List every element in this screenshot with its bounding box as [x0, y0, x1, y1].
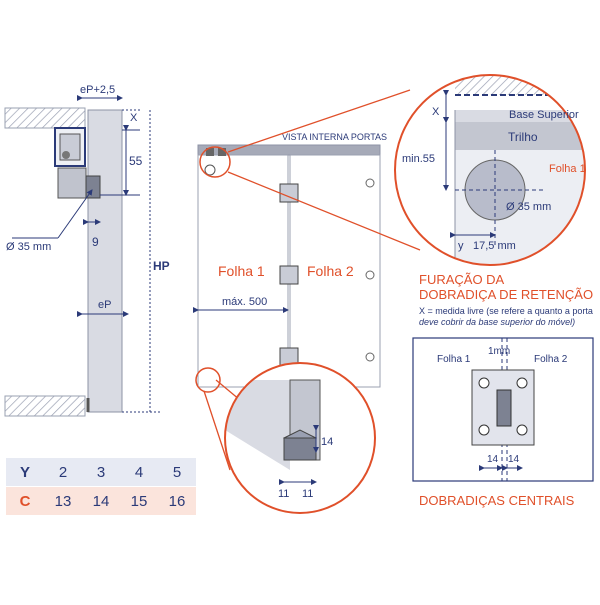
- dim-x: X: [130, 112, 138, 124]
- roller-icon: [204, 164, 216, 176]
- front-view-title: VISTA INTERNA PORTAS: [282, 132, 387, 142]
- drilling-leaf-1: Folha 1: [437, 354, 471, 365]
- dim-ep-plus: eP+2,5: [80, 84, 115, 96]
- dim-hole-diameter: Ø 35 mm: [6, 241, 51, 253]
- side-door-panel: [87, 109, 123, 413]
- roller-bracket-icon: [206, 148, 214, 156]
- table-cell: C: [6, 486, 44, 516]
- knob-icon: [365, 270, 375, 280]
- detail-hole: Ø 35 mm: [506, 201, 551, 213]
- hinge-body: [57, 167, 87, 199]
- drilling-dim-14b: 14: [508, 454, 520, 465]
- table-cell: 13: [44, 486, 82, 516]
- knob-icon: [365, 178, 375, 188]
- table-cell: 3: [82, 458, 120, 487]
- detail-17-5: 17,5 mm: [473, 240, 516, 252]
- front-view: VISTA INTERNA PORTAS Folha 1 Folha 2 máx…: [193, 89, 421, 471]
- detail-x: X: [432, 106, 440, 118]
- drilling-dim-14a: 14: [487, 454, 499, 465]
- side-view: eP+2,5 X 55 Ø 35 mm 9 HP eP: [4, 84, 170, 417]
- dim-hp: HP: [153, 259, 170, 273]
- detail-dim-14: 14: [321, 436, 333, 448]
- roller-icon: [62, 151, 70, 159]
- detail-dim-11a: 11: [278, 488, 289, 500]
- table-row-c: C 13 14 15 16: [6, 486, 196, 516]
- table-cell: 5: [158, 458, 196, 487]
- drilling-note-1: X = medida livre (se refere a quanto a p…: [419, 306, 593, 316]
- detail-rail-label: Trilho: [508, 130, 538, 144]
- drilling-leaf-2: Folha 2: [534, 354, 568, 365]
- top-shelf: [4, 107, 86, 129]
- table-cell: 14: [82, 486, 120, 516]
- dim-ep: eP: [98, 299, 111, 311]
- detail-min55: min.55: [402, 153, 435, 165]
- dim-55: 55: [129, 154, 143, 168]
- screw-icon: [516, 424, 528, 436]
- screw-icon: [478, 377, 490, 389]
- detail-circle-bottom-border: [224, 362, 376, 514]
- front-leaf-2-label: Folha 2: [307, 263, 354, 279]
- detail-circle-border: [394, 74, 586, 266]
- detail-circle-top: X Base Superior Trilho min.55 Folha 1 Ø …: [394, 74, 586, 266]
- screw-icon: [516, 377, 528, 389]
- zoom-marker-bottom: [195, 367, 221, 393]
- front-leaf-1-label: Folha 1: [218, 263, 265, 279]
- drilling-note-2: deve cobrir da base superior do móvel): [419, 317, 575, 327]
- detail-base-label: Base Superior: [509, 109, 579, 121]
- screw-icon: [478, 424, 490, 436]
- drilling-section: FURAÇÃO DA DOBRADIÇA DE RETENÇÃO X = med…: [412, 272, 594, 508]
- central-hinge-middle: [279, 265, 299, 285]
- detail-circle-bottom: 14 11 11: [224, 362, 376, 514]
- table-cell: 2: [44, 458, 82, 487]
- drilling-title-2: DOBRADIÇA DE RETENÇÃO: [419, 287, 593, 302]
- drilling-title-1: FURAÇÃO DA: [419, 272, 505, 287]
- table-cell: Y: [6, 458, 44, 487]
- roller-bracket-icon: [218, 148, 226, 156]
- table-cell: 4: [120, 458, 158, 487]
- drilling-gap: 1mm: [488, 346, 510, 357]
- table-cell: 15: [120, 486, 158, 516]
- top-rail: [197, 144, 381, 156]
- dim-9: 9: [92, 235, 99, 249]
- bottom-shelf: [4, 395, 86, 417]
- table-row-y: Y 2 3 4 5: [6, 458, 196, 487]
- door-leaf-2: [289, 154, 381, 388]
- detail-y: y: [458, 240, 464, 252]
- dim-max-width: máx. 500: [222, 296, 267, 308]
- y-c-table: Y 2 3 4 5 C 13 14 15 16: [6, 458, 196, 516]
- zoom-marker-top: [199, 146, 231, 178]
- drilling-footer: DOBRADIÇAS CENTRAIS: [419, 493, 575, 508]
- knob-icon: [365, 352, 375, 362]
- hinge-pin: [496, 389, 512, 427]
- table-cell: 16: [158, 486, 196, 516]
- detail-dim-11b: 11: [302, 488, 313, 500]
- detail-leaf-1: Folha 1: [549, 163, 586, 175]
